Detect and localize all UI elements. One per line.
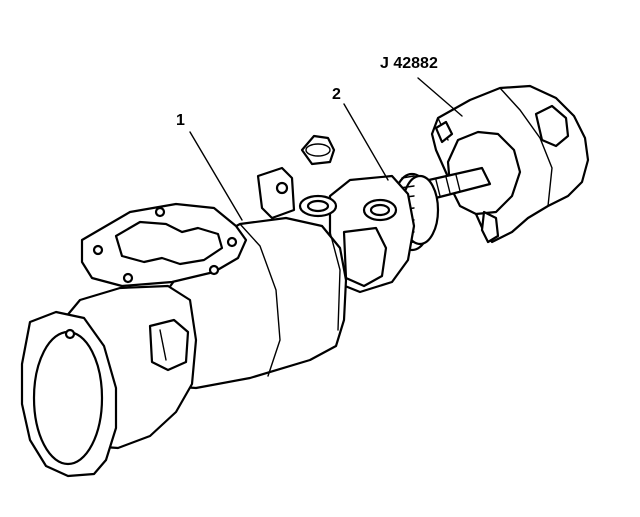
plug-cap bbox=[300, 134, 336, 166]
callout-2: 2 bbox=[332, 86, 341, 103]
valve-housing bbox=[298, 174, 416, 294]
leader-2 bbox=[343, 103, 389, 181]
leader-1 bbox=[189, 131, 243, 221]
mounting-tab bbox=[256, 166, 296, 220]
callout-1: 1 bbox=[176, 112, 185, 129]
leader-tool bbox=[417, 77, 463, 117]
leader-lines bbox=[189, 77, 463, 221]
flange-gasket bbox=[80, 202, 248, 288]
callout-tool: J 42882 bbox=[380, 55, 438, 72]
rack-tube bbox=[20, 284, 198, 478]
